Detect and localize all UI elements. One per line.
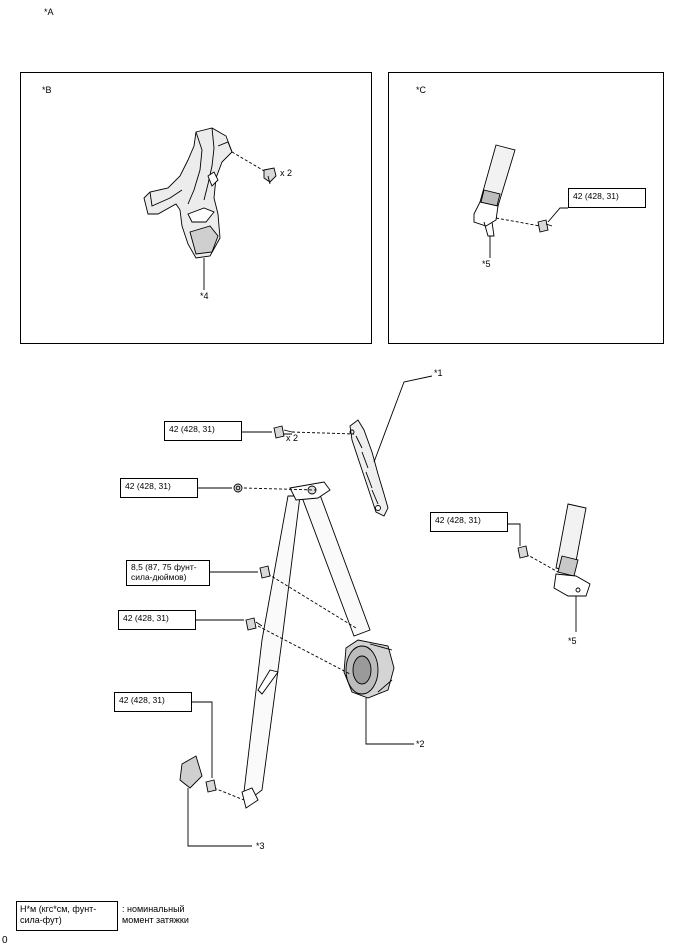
torque-box-retractor-small: 8,5 (87, 75 фунт- сила-дюймов) [126, 560, 210, 586]
panel-c-belt [473, 144, 516, 237]
torque-box-lower-anchor: 42 (428, 31) [114, 692, 192, 712]
small-bolt [259, 565, 271, 579]
torque-small-line2: сила-дюймов) [131, 571, 187, 582]
label-qty-clip: x 2 [280, 168, 293, 178]
label-part-5-panel: *5 [482, 259, 491, 269]
upper-bolt-leader [291, 431, 355, 435]
c-torque-leader [547, 207, 568, 223]
leader-2 [365, 698, 414, 745]
panel-b-frame [20, 72, 372, 344]
torque-box-pillar-nut: 42 (428, 31) [120, 478, 198, 498]
label-part-1: *1 [434, 368, 443, 378]
pillar-garnish-part [143, 127, 233, 259]
retractor-bolt-leader [257, 625, 351, 675]
legend-unit-box: Н*м (кгс*см, фунт- сила-фут) [16, 901, 118, 931]
clip-part [263, 167, 277, 185]
small-bolt-leader [267, 573, 357, 629]
lower-bolt-leader [213, 787, 245, 801]
legend-desc-line1: : номинальный [122, 904, 185, 914]
c-bolt [537, 219, 553, 233]
torque-small-line1: 8,5 (87, 75 фунт- [131, 562, 197, 572]
clip-leader [231, 151, 267, 173]
leader-3 [187, 788, 252, 847]
seat-belt-webbing [241, 481, 371, 809]
legend-desc-line2: момент затяжки [122, 915, 189, 926]
torque-box-upper-anchor: 42 (428, 31) [164, 421, 242, 441]
right-belt-bracket [553, 503, 591, 597]
leader-1 [373, 375, 433, 463]
lower-bolt [205, 779, 217, 793]
c-bolt-leader [495, 217, 541, 227]
label-view-a: *A [44, 7, 54, 17]
label-part-2: *2 [416, 739, 425, 749]
right-bolt [517, 545, 529, 559]
label-part-4: *4 [200, 291, 209, 301]
nut-leader [243, 487, 317, 491]
belt-retractor [343, 639, 395, 699]
label-part-3: *3 [256, 841, 265, 851]
torque-box-c: 42 (428, 31) [568, 188, 646, 208]
legend-unit-line1: Н*м (кгс*см, фунт- [20, 904, 97, 914]
label-view-b: *B [42, 85, 52, 95]
right-bolt-leader [525, 553, 559, 573]
anchor-nut [233, 483, 243, 493]
label-qty-upper-bolt: x 2 [286, 433, 299, 443]
panel-c-frame [388, 72, 664, 344]
anchor-cover [179, 755, 203, 789]
upper-bolt [273, 425, 293, 439]
torque-box-right-bracket: 42 (428, 31) [430, 512, 508, 532]
corner-mark: 0 [2, 935, 8, 946]
torque-box-retractor: 42 (428, 31) [118, 610, 196, 630]
legend-description: : номинальный момент затяжки [122, 904, 189, 927]
label-view-c: *C [416, 85, 427, 95]
anchor-plate [349, 419, 389, 517]
label-part-5-main: *5 [568, 636, 577, 646]
retractor-bolt [245, 617, 263, 631]
legend-unit-line2: сила-фут) [20, 915, 62, 926]
